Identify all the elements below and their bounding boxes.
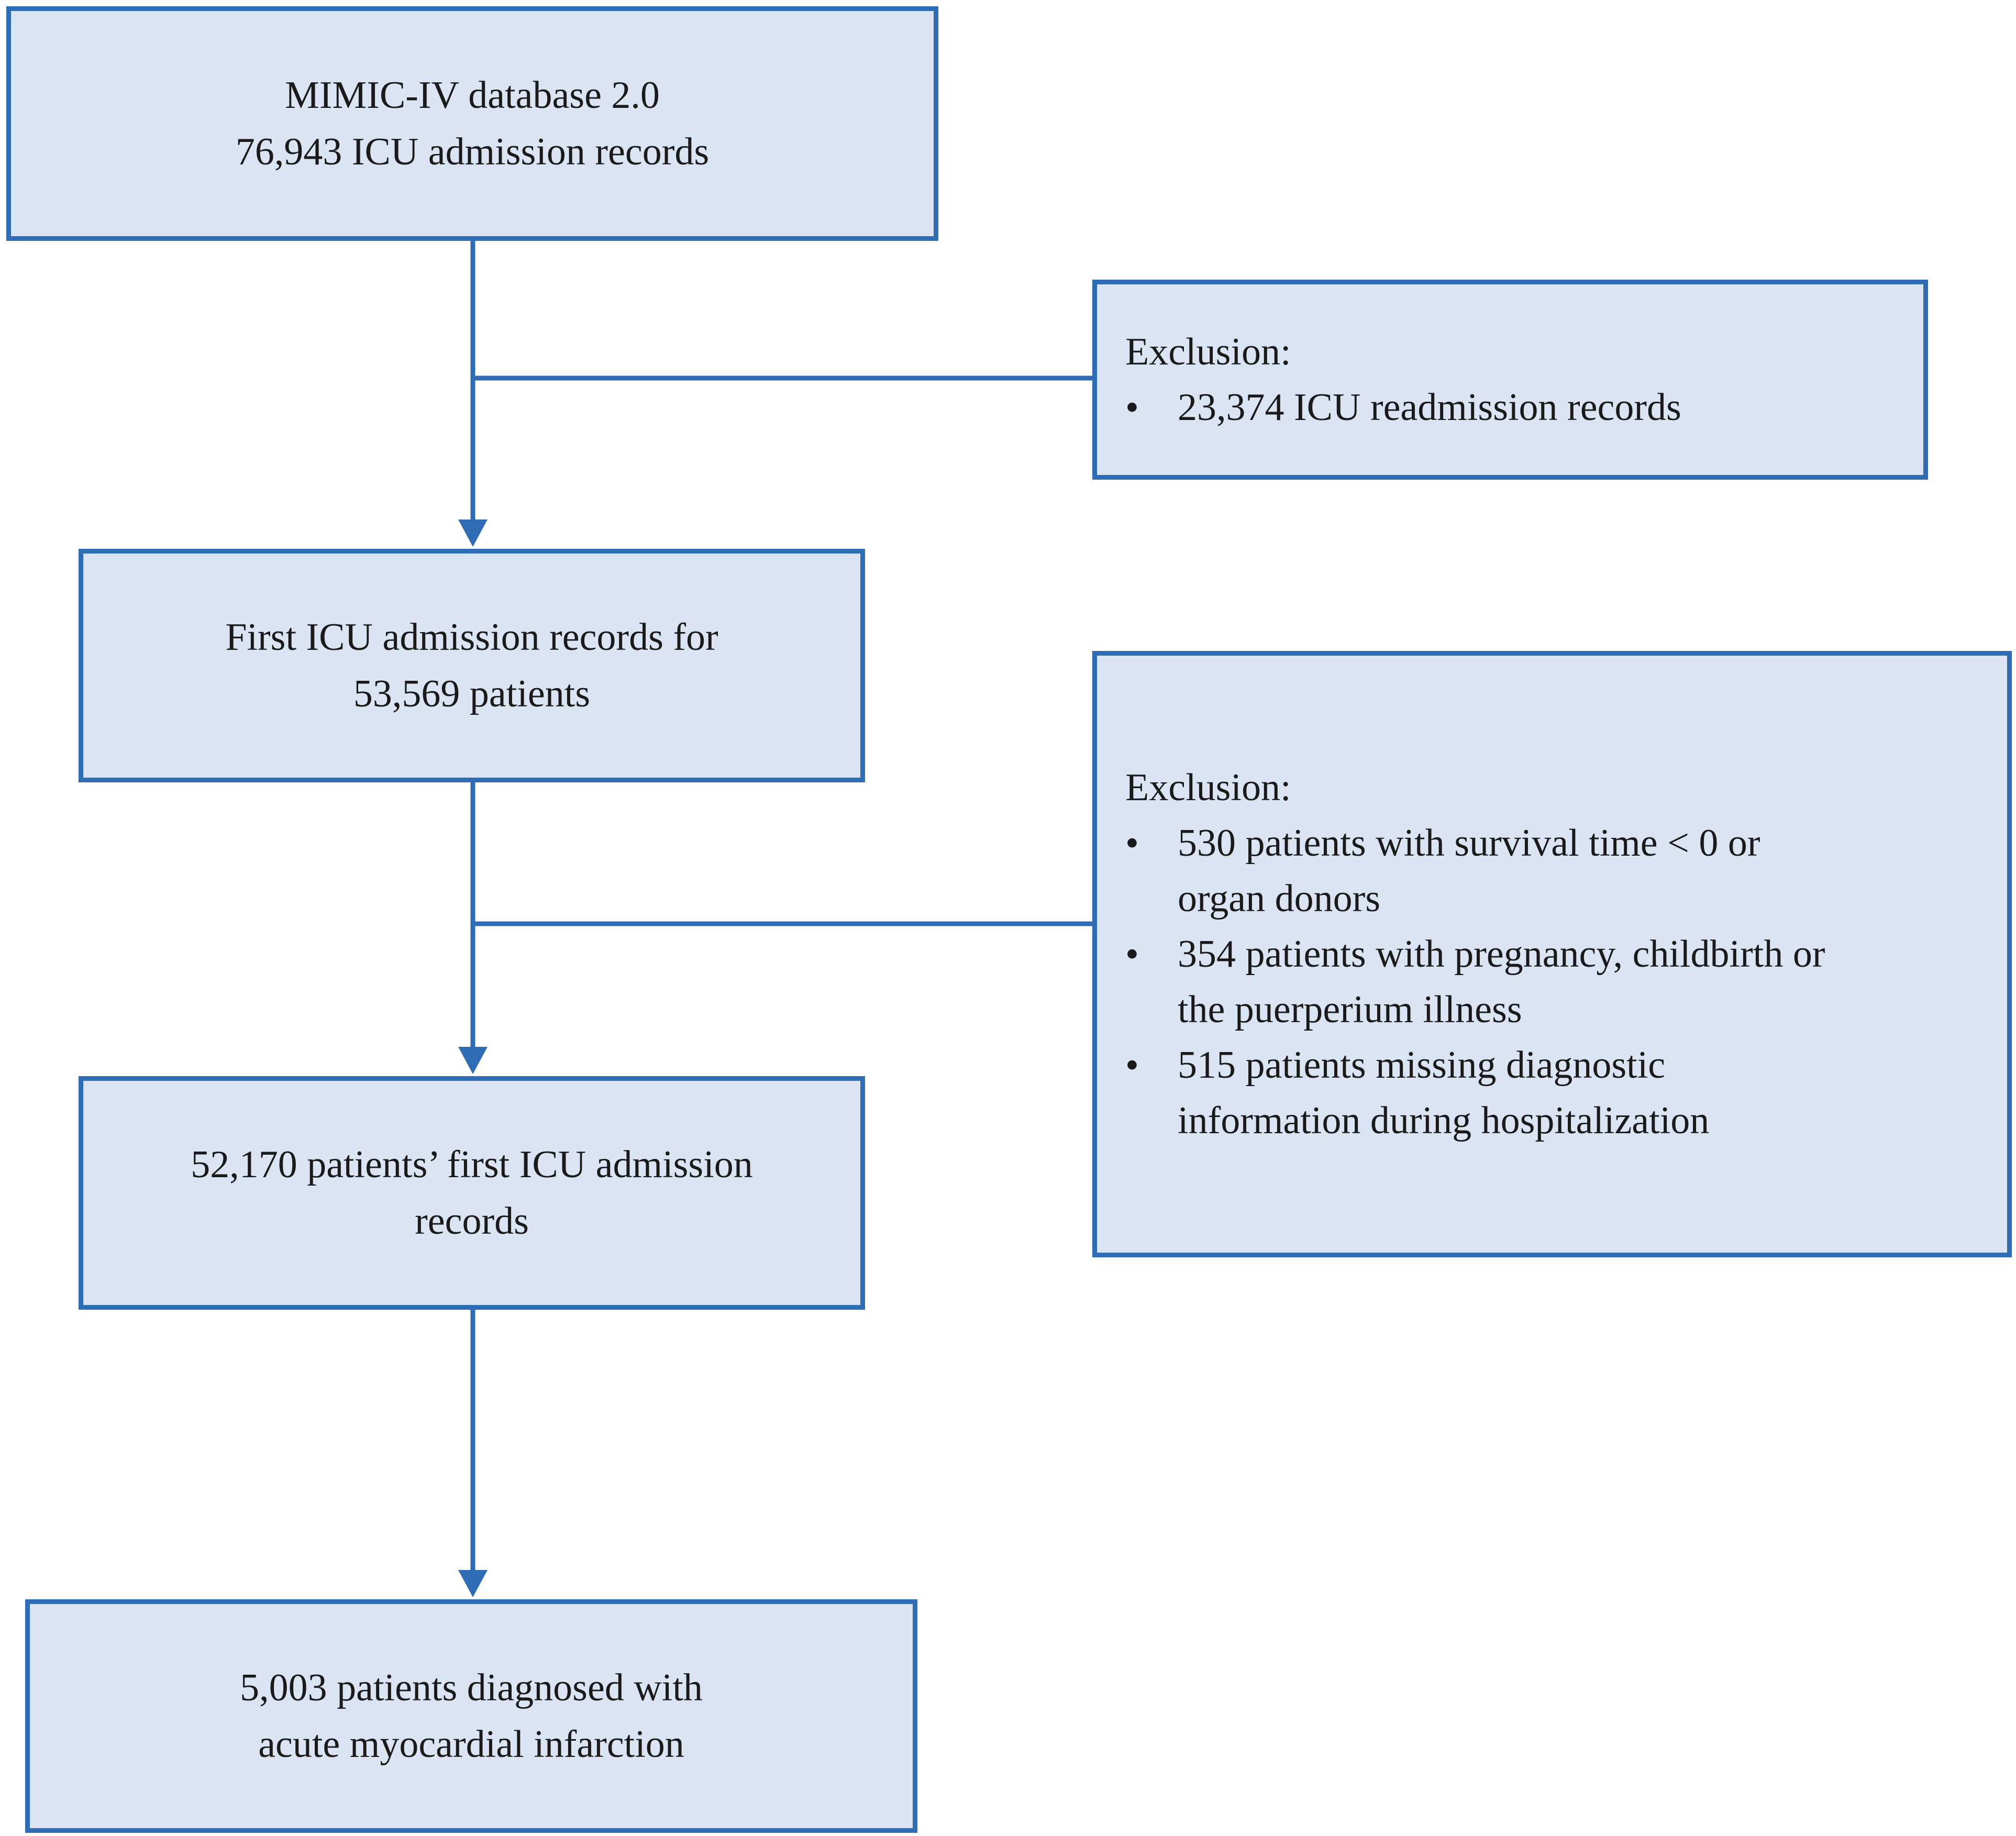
exclusion-item-line: information during hospitalization [1178,1099,1710,1142]
exclusion-title: Exclusion: [1125,766,1291,809]
exclusion-item: • 515 patients missing diagnostic inform… [1125,1037,1997,1148]
arrowhead-final [458,1570,488,1597]
source-database-count: 76,943 ICU admission records [235,130,710,173]
exclusion-box-criteria: Exclusion: • 530 patients with survival … [1092,651,2012,1257]
exclusion-list: • 23,374 ICU readmission records [1125,380,1913,435]
first-admission-box: First ICU admission records for 53,569 p… [79,549,865,782]
bullet-icon: • [1125,386,1139,429]
first-admission-line-2: 53,569 patients [353,672,591,715]
exclusion-title: Exclusion: [1125,330,1291,373]
exclusion-item-line: 515 patients missing diagnostic [1178,1044,1666,1087]
exclusion-item: • 530 patients with survival time < 0 or… [1125,815,1997,926]
exclusion-item-line: organ donors [1178,877,1381,920]
first-admission-line-1: First ICU admission records for [225,616,718,659]
eligible-patients-box: 52,170 patients’ first ICU admission rec… [79,1076,865,1310]
source-database-title: MIMIC-IV database 2.0 [285,74,660,117]
eligible-patients-line-1: 52,170 patients’ first ICU admission [191,1143,753,1186]
exclusion-item: • 23,374 ICU readmission records [1125,380,1913,435]
exclusion-item-line: 530 patients with survival time < 0 or [1178,822,1760,865]
final-cohort-box: 5,003 patients diagnosed with acute myoc… [25,1599,917,1833]
exclusion-box-readmission: Exclusion: • 23,374 ICU readmission reco… [1092,280,1928,480]
exclusion-item-line: 354 patients with pregnancy, childbirth … [1178,933,1825,976]
final-cohort-line-1: 5,003 patients diagnosed with [240,1666,703,1709]
exclusion-list: • 530 patients with survival time < 0 or… [1125,815,1997,1148]
exclusion-item-line: the puerperium illness [1178,988,1522,1031]
bullet-icon: • [1125,1044,1139,1087]
final-cohort-line-2: acute myocardial infarction [258,1723,684,1766]
eligible-patients-line-2: records [415,1200,529,1243]
source-database-box: MIMIC-IV database 2.0 76,943 ICU admissi… [6,6,938,241]
bullet-icon: • [1125,933,1139,976]
exclusion-item: • 354 patients with pregnancy, childbirt… [1125,926,1997,1037]
arrowhead-52170 [458,1047,488,1074]
arrowhead-first [458,519,488,547]
exclusion-item-line: 23,374 ICU readmission records [1178,386,1681,429]
bullet-icon: • [1125,822,1139,865]
